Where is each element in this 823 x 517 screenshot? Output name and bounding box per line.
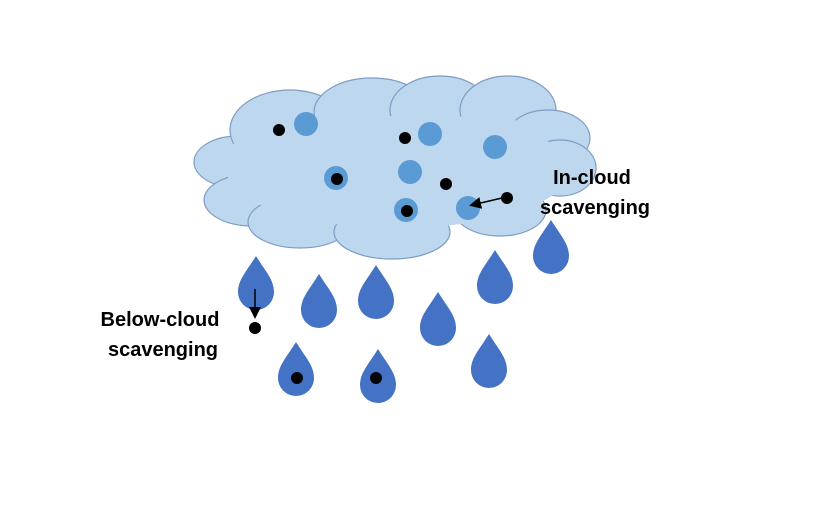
aerosol-particle — [273, 124, 285, 136]
raindrops — [238, 220, 569, 403]
cloud-droplet — [398, 160, 422, 184]
raindrop — [358, 265, 394, 319]
raindrop — [471, 334, 507, 388]
aerosol-particle — [249, 322, 261, 334]
cloud — [193, 75, 597, 260]
aerosol-particle — [501, 192, 513, 204]
raindrop — [301, 274, 337, 328]
cloud-droplet — [456, 196, 480, 220]
aerosol-particle — [440, 178, 452, 190]
below-cloud-label-line1: Below-cloud — [101, 309, 220, 331]
below-cloud-label-line2: scavenging — [108, 339, 218, 361]
in-cloud-label-line2: scavenging — [540, 197, 650, 219]
cloud-droplet — [483, 135, 507, 159]
raindrop — [278, 342, 314, 396]
aerosol-particle — [399, 132, 411, 144]
aerosol-particle — [370, 372, 382, 384]
aerosol-particle — [331, 173, 343, 185]
cloud-droplet — [418, 122, 442, 146]
raindrop — [533, 220, 569, 274]
aerosol-particles — [249, 124, 513, 334]
in-cloud-label-line1: In-cloud — [553, 167, 631, 189]
raindrop — [238, 256, 274, 310]
aerosol-particle — [401, 205, 413, 217]
raindrop — [477, 250, 513, 304]
aerosol-particle — [291, 372, 303, 384]
cloud-droplet — [294, 112, 318, 136]
raindrop — [420, 292, 456, 346]
in-cloud-arrow — [469, 197, 503, 209]
